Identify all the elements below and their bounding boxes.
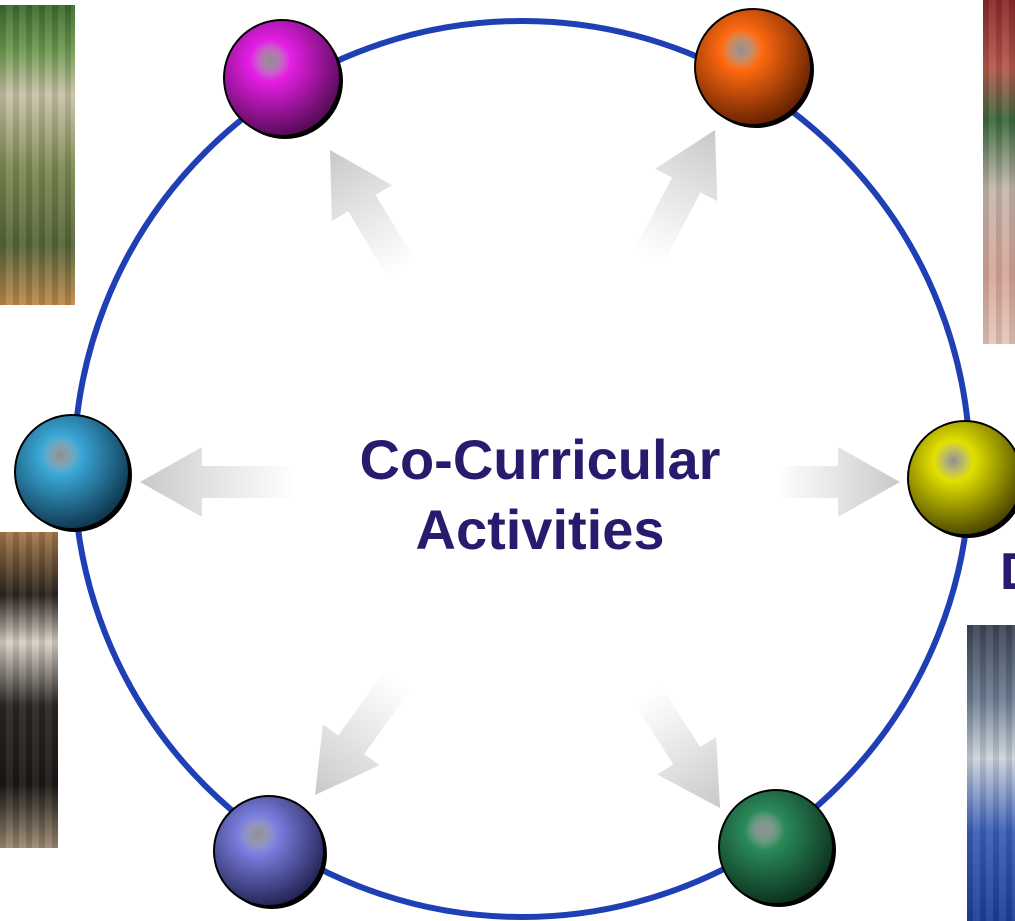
arrow-top-right (633, 129, 718, 266)
arrow-bottom-left (314, 670, 411, 796)
bottom-right-photo (967, 625, 1015, 921)
node-bottom-right[interactable] (718, 789, 834, 905)
orchestra-photo (0, 532, 58, 848)
center-title-line2: Activities (415, 498, 665, 561)
arrow-left (140, 447, 296, 517)
arrow-bottom-right (634, 686, 721, 809)
arrow-top-left (329, 149, 416, 279)
center-title-line1: Co-Curricular (359, 428, 721, 491)
top-right-photo (983, 0, 1015, 344)
node-bottom-left[interactable] (213, 795, 325, 907)
node-left[interactable] (14, 414, 130, 530)
node-top-right[interactable] (694, 8, 812, 126)
arrow-right (775, 447, 900, 517)
partial-label: D (1000, 542, 1015, 602)
center-title: Co-Curricular Activities (300, 425, 780, 565)
scouts-photo (0, 5, 75, 305)
node-top-left[interactable] (223, 19, 341, 137)
node-right[interactable] (907, 420, 1015, 536)
